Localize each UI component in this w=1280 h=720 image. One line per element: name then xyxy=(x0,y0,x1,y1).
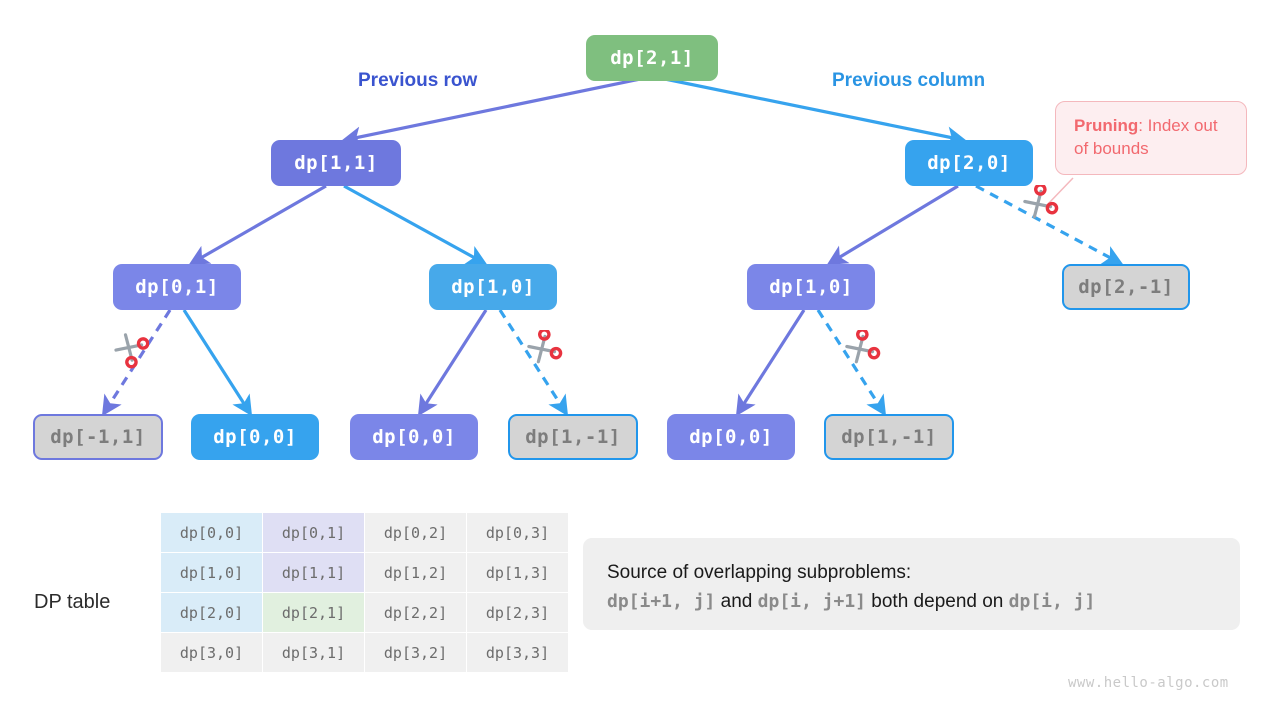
dp-cell[interactable]: dp[1,2] xyxy=(364,552,467,593)
tree-node-dp-0-1[interactable]: dp[0,1] xyxy=(113,264,241,310)
tree-node-dp-0-0-b[interactable]: dp[0,0] xyxy=(350,414,478,460)
infobox-code-2: dp[i, j+1] xyxy=(757,591,867,613)
tree-node-dp-1-0-mid[interactable]: dp[1,0] xyxy=(429,264,557,310)
pruning-callout-text: : Index out of bounds xyxy=(1074,116,1218,158)
infobox-line-2: dp[i+1, j] and dp[i, j+1] both depend on… xyxy=(607,587,1216,616)
watermark: www.hello-algo.com xyxy=(1068,675,1229,691)
scissors-icon xyxy=(845,330,881,364)
scissors-icon xyxy=(1023,185,1059,219)
dp-cell[interactable]: dp[3,1] xyxy=(262,632,365,673)
table-row: dp[1,0] dp[1,1] dp[1,2] dp[1,3] xyxy=(160,552,569,593)
dp-cell[interactable]: dp[0,1] xyxy=(262,512,365,553)
tree-node-dp-1-neg1-a[interactable]: dp[1,-1] xyxy=(508,414,638,460)
infobox-code-3: dp[i, j] xyxy=(1008,591,1096,613)
pruning-callout-bold: Pruning xyxy=(1074,116,1139,135)
dp-cell[interactable]: dp[1,1] xyxy=(262,552,365,593)
table-row: dp[2,0] dp[2,1] dp[2,2] dp[2,3] xyxy=(160,592,569,633)
tree-node-dp-neg1-1[interactable]: dp[-1,1] xyxy=(33,414,163,460)
branch-label-previous-column: Previous column xyxy=(832,70,986,91)
dp-table-label: DP table xyxy=(34,591,111,613)
infobox-mid: both depend on xyxy=(871,591,1004,613)
dp-cell[interactable]: dp[3,3] xyxy=(466,632,569,673)
infobox-line-1: Source of overlapping subproblems: xyxy=(607,562,912,583)
tree-node-dp-0-0-a[interactable]: dp[0,0] xyxy=(191,414,319,460)
dp-cell[interactable]: dp[0,3] xyxy=(466,512,569,553)
dp-cell[interactable]: dp[1,0] xyxy=(160,552,263,593)
dp-cell[interactable]: dp[2,2] xyxy=(364,592,467,633)
tree-node-dp-2-neg1[interactable]: dp[2,-1] xyxy=(1062,264,1190,310)
branch-label-previous-row: Previous row xyxy=(358,70,478,91)
scissors-icon xyxy=(114,333,149,369)
dp-cell[interactable]: dp[0,2] xyxy=(364,512,467,553)
dp-cell[interactable]: dp[0,0] xyxy=(160,512,263,553)
tree-node-dp-2-0[interactable]: dp[2,0] xyxy=(905,140,1033,186)
dp-cell[interactable]: dp[3,2] xyxy=(364,632,467,673)
pruning-callout: Pruning: Index out of bounds xyxy=(1055,101,1247,175)
overlapping-subproblems-infobox: Source of overlapping subproblems: dp[i+… xyxy=(583,538,1240,630)
dp-cell[interactable]: dp[2,3] xyxy=(466,592,569,633)
dp-cell[interactable]: dp[1,3] xyxy=(466,552,569,593)
infobox-code-1: dp[i+1, j] xyxy=(607,591,716,613)
dp-table: dp[0,0] dp[0,1] dp[0,2] dp[0,3] dp[1,0] … xyxy=(160,512,569,673)
infobox-and: and xyxy=(720,591,753,613)
dp-cell[interactable]: dp[2,1] xyxy=(262,592,365,633)
scissors-icon xyxy=(527,330,563,364)
dp-cell[interactable]: dp[2,0] xyxy=(160,592,263,633)
table-row: dp[0,0] dp[0,1] dp[0,2] dp[0,3] xyxy=(160,512,569,553)
tree-node-root[interactable]: dp[2,1] xyxy=(586,35,718,81)
tree-node-dp-0-0-c[interactable]: dp[0,0] xyxy=(667,414,795,460)
tree-node-dp-1-1[interactable]: dp[1,1] xyxy=(271,140,401,186)
tree-node-dp-1-neg1-b[interactable]: dp[1,-1] xyxy=(824,414,954,460)
tree-node-dp-1-0-right[interactable]: dp[1,0] xyxy=(747,264,875,310)
table-row: dp[3,0] dp[3,1] dp[3,2] dp[3,3] xyxy=(160,632,569,673)
dp-cell[interactable]: dp[3,0] xyxy=(160,632,263,673)
